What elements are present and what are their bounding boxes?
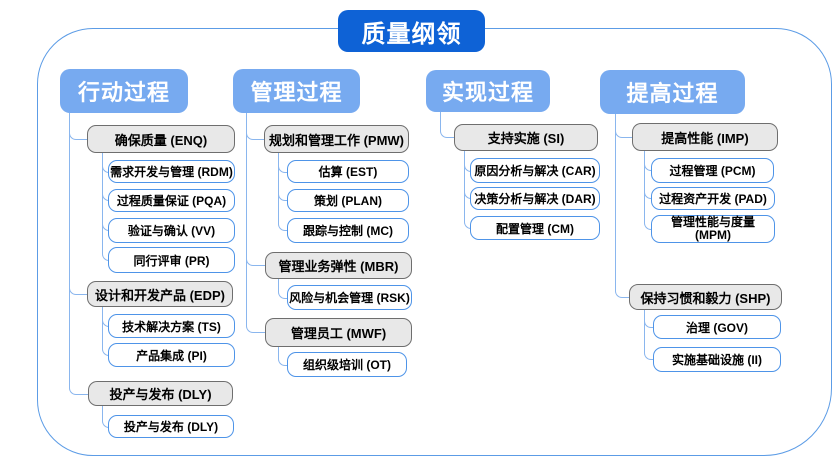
- group-node-si: 支持实施 (SI): [454, 124, 598, 151]
- connector-elbow: [69, 113, 89, 395]
- group-node-shp: 保持习惯和毅力 (SHP): [629, 284, 782, 310]
- group-node-pmw: 规划和管理工作 (PMW): [264, 125, 409, 153]
- leaf-node-pr: 同行评审 (PR): [108, 247, 235, 273]
- group-node-mwf: 管理员工 (MWF): [265, 318, 412, 347]
- connector-elbow: [246, 113, 266, 333]
- leaf-node-gov: 治理 (GOV): [653, 315, 781, 339]
- group-node-imp: 提高性能 (IMP): [632, 123, 778, 151]
- connector-elbow: [644, 310, 654, 360]
- leaf-node-car: 原因分析与解决 (CAR): [470, 158, 600, 183]
- group-node-mbr: 管理业务弹性 (MBR): [265, 252, 412, 279]
- leaf-node-rdm: 需求开发与管理 (RDM): [108, 160, 235, 183]
- leaf-node-mpm: 管理性能与度量 (MPM): [651, 215, 775, 243]
- leaf-node-plan: 策划 (PLAN): [287, 189, 409, 212]
- connector-elbow: [278, 153, 288, 231]
- leaf-node-ii: 实施基础设施 (II): [653, 347, 781, 372]
- leaf-node-pad: 过程资产开发 (PAD): [651, 187, 775, 210]
- leaf-node-pqa: 过程质量保证 (PQA): [108, 189, 235, 212]
- leaf-node-rsk: 风险与机会管理 (RSK): [287, 285, 412, 310]
- group-node-dly: 投产与发布 (DLY): [88, 381, 233, 406]
- leaf-node-pcm: 过程管理 (PCM): [651, 158, 774, 183]
- connector-elbow: [102, 307, 109, 356]
- leaf-node-ts: 技术解决方案 (TS): [108, 314, 235, 338]
- leaf-node-ot: 组织级培训 (OT): [287, 352, 407, 377]
- group-node-edp: 设计和开发产品 (EDP): [87, 281, 233, 307]
- leaf-node-mc: 跟踪与控制 (MC): [287, 218, 409, 243]
- connector-elbow: [644, 151, 652, 230]
- leaf-node-pi: 产品集成 (PI): [108, 343, 235, 367]
- connector-elbow: [615, 114, 630, 298]
- connector-elbow: [464, 151, 471, 229]
- column-header-management-process: 管理过程: [233, 69, 360, 113]
- leaf-node-cm: 配置管理 (CM): [470, 216, 600, 240]
- leaf-node-est: 估算 (EST): [287, 160, 409, 183]
- leaf-node-vv: 验证与确认 (VV): [108, 218, 235, 243]
- leaf-node-dar: 决策分析与解决 (DAR): [470, 187, 600, 210]
- column-header-realization-process: 实现过程: [426, 70, 550, 112]
- connector-elbow: [102, 406, 109, 428]
- column-header-improvement-process: 提高过程: [600, 70, 745, 114]
- connector-elbow: [278, 279, 288, 299]
- connector-elbow: [440, 112, 455, 138]
- column-header-action-process: 行动过程: [60, 69, 188, 113]
- group-node-enq: 确保质量 (ENQ): [87, 125, 235, 153]
- leaf-node-dly: 投产与发布 (DLY): [108, 415, 234, 438]
- diagram-title: 质量纲领: [338, 10, 485, 52]
- connector-elbow: [102, 153, 109, 261]
- connector-elbow: [278, 347, 288, 366]
